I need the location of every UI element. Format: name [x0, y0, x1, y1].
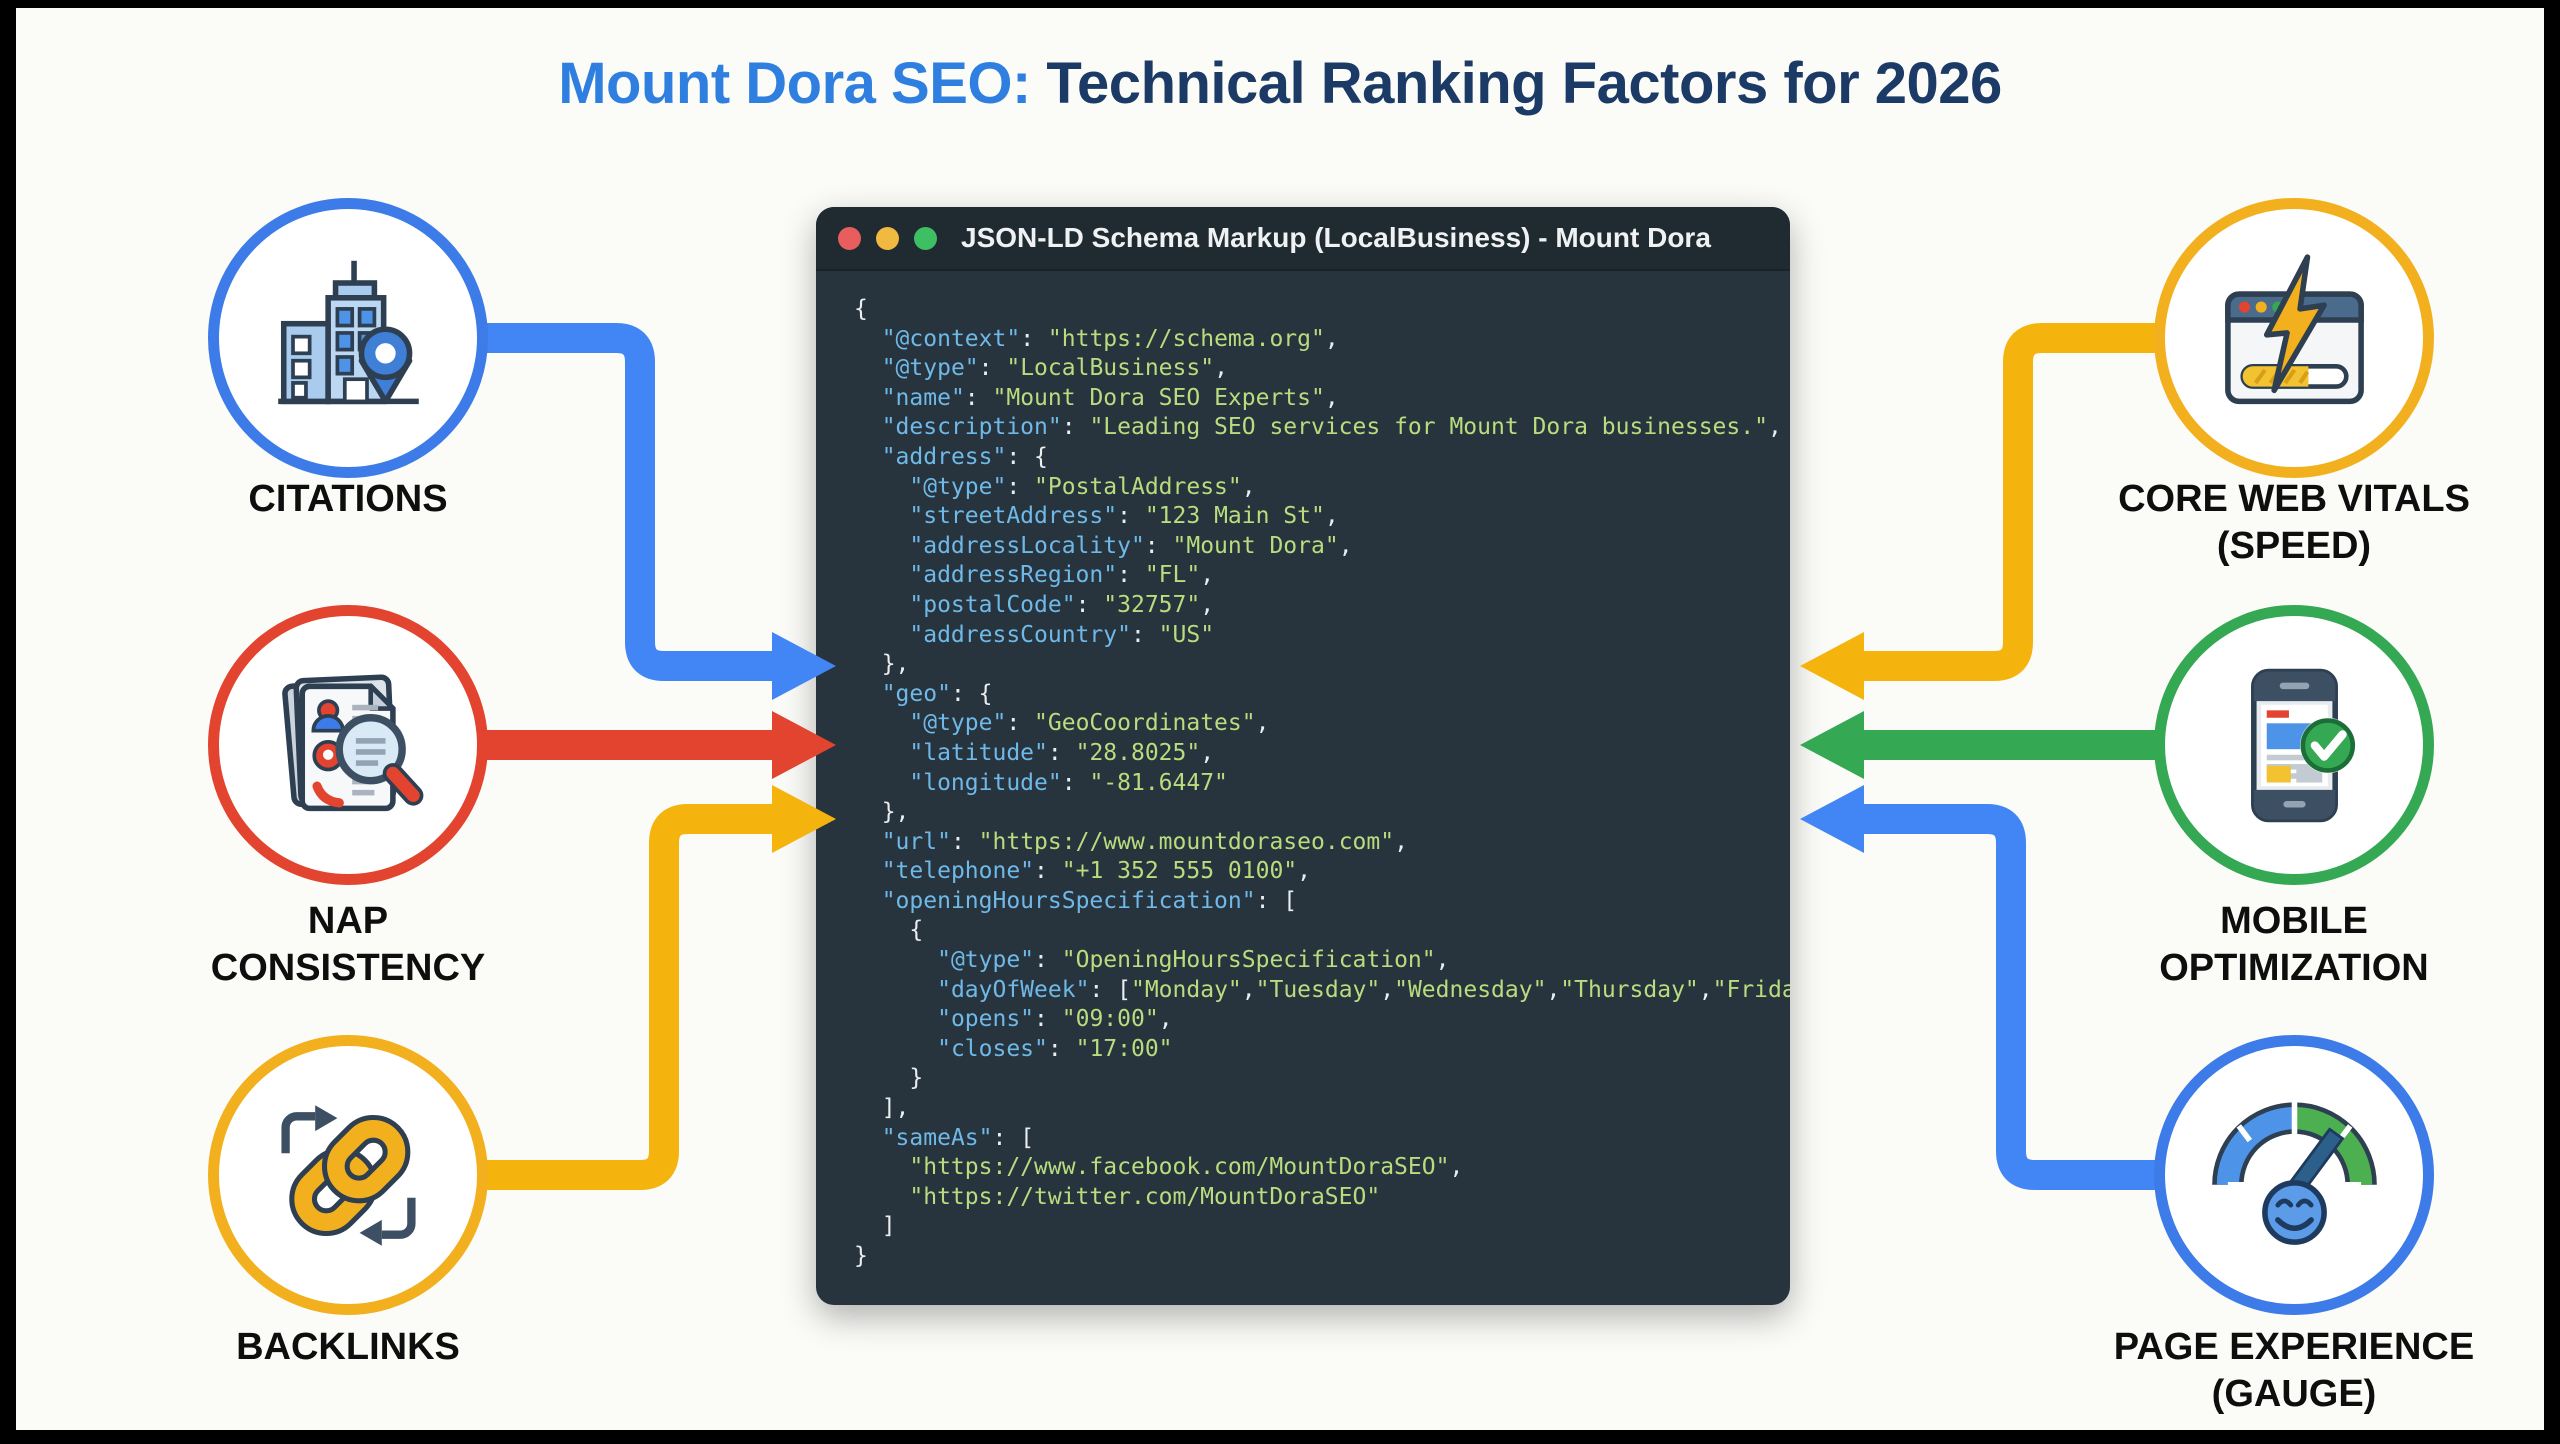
gauge-smiley-icon	[2211, 1101, 2377, 1245]
label-citations: CITATIONS	[248, 478, 448, 520]
background: Mount Dora SEO: Technical Ranking Factor…	[16, 8, 2544, 1430]
code-line: "@type": "GeoCoordinates",	[909, 710, 1270, 737]
page-title: Mount Dora SEO: Technical Ranking Factor…	[16, 50, 2544, 117]
factor-circle-mobile-optimization	[2154, 605, 2434, 885]
code-line: "closes": "17:00"	[937, 1035, 1173, 1062]
code-line: "postalCode": "32757",	[909, 591, 1215, 618]
code-line: ],	[854, 1095, 910, 1122]
code-line: "openingHoursSpecification": [	[881, 887, 1298, 914]
factor-circle-backlinks	[208, 1035, 488, 1315]
code-lines: { "@context": "https://schema.org", "@ty…	[854, 295, 1790, 1272]
code-line: },	[854, 799, 910, 826]
factor-circle-core-web-vitals	[2154, 198, 2434, 478]
page-title-rest: Technical Ranking Factors for 2026	[1030, 51, 2002, 116]
code-line: "addressLocality": "Mount Dora",	[909, 532, 1353, 559]
arrowhead-page-experience	[1800, 785, 1864, 853]
building-location-icon	[277, 260, 419, 404]
arrowhead-core-web-vitals	[1800, 632, 1864, 700]
code-line: "dayOfWeek": ["Monday","Tuesday","Wednes…	[937, 976, 1790, 1003]
chain-links-icon	[280, 1104, 416, 1246]
window-titlebar: JSON-LD Schema Markup (LocalBusiness) - …	[816, 207, 1790, 271]
code-area: { "@context": "https://schema.org", "@ty…	[816, 269, 1790, 1305]
code-line: "https://www.facebook.com/MountDoraSEO",	[909, 1154, 1464, 1181]
code-line: "opens": "09:00",	[937, 1006, 1173, 1033]
window-title: JSON-LD Schema Markup (LocalBusiness) - …	[961, 222, 1711, 253]
documents-magnifier-icon	[281, 673, 423, 811]
code-line: "sameAs": [	[881, 1124, 1035, 1151]
code-line: "@type": "PostalAddress",	[909, 473, 1256, 500]
code-line: "addressCountry": "US"	[909, 621, 1215, 648]
arrow-backlinks	[485, 804, 774, 1190]
code-line: {	[854, 917, 924, 944]
arrow-page-experience	[1862, 804, 2157, 1190]
code-line: "@context": "https://schema.org",	[881, 325, 1339, 352]
code-line: "https://twitter.com/MountDoraSEO"	[909, 1183, 1381, 1210]
label-core-web-vitals: CORE WEB VITALS(SPEED)	[2118, 478, 2470, 567]
code-line: "telephone": "+1 352 555 0100",	[881, 858, 1312, 885]
factor-circle-nap-consistency	[208, 605, 488, 885]
code-line: "url": "https://www.mountdoraseo.com",	[881, 828, 1408, 855]
code-line: "name": "Mount Dora SEO Experts",	[881, 384, 1339, 411]
factor-circle-page-experience	[2154, 1035, 2434, 1315]
code-line: "geo": {	[881, 680, 993, 707]
arrowhead-mobile-optimization	[1800, 711, 1864, 779]
traffic-light-red-icon	[838, 226, 861, 250]
code-window: JSON-LD Schema Markup (LocalBusiness) - …	[816, 207, 1790, 1305]
code-line: "@type": "OpeningHoursSpecification",	[937, 947, 1450, 974]
code-line: }	[854, 1243, 868, 1269]
code-line: },	[854, 651, 910, 678]
code-line: "@type": "LocalBusiness",	[881, 355, 1228, 382]
browser-lightning-icon	[2224, 253, 2364, 404]
phone-check-icon	[2250, 668, 2356, 822]
factor-circle-citations	[208, 198, 488, 478]
code-line: "address": {	[881, 443, 1048, 470]
code-line: ]	[854, 1213, 896, 1240]
code-line: "addressRegion": "FL",	[909, 562, 1215, 589]
traffic-light-yellow-icon	[876, 226, 899, 250]
code-line: "longitude": "-81.6447"	[909, 769, 1228, 796]
label-page-experience: PAGE EXPERIENCE(GAUGE)	[2113, 1326, 2475, 1415]
code-line: {	[854, 296, 868, 322]
code-line: "latitude": "28.8025",	[909, 739, 1215, 766]
code-line: "description": "Leading SEO services for…	[881, 414, 1782, 441]
page-title-highlight: Mount Dora SEO:	[558, 51, 1031, 116]
label-backlinks: BACKLINKS	[236, 1326, 460, 1368]
traffic-light-green-icon	[914, 226, 937, 250]
code-line: }	[854, 1065, 924, 1092]
code-line: "streetAddress": "123 Main St",	[909, 503, 1339, 530]
